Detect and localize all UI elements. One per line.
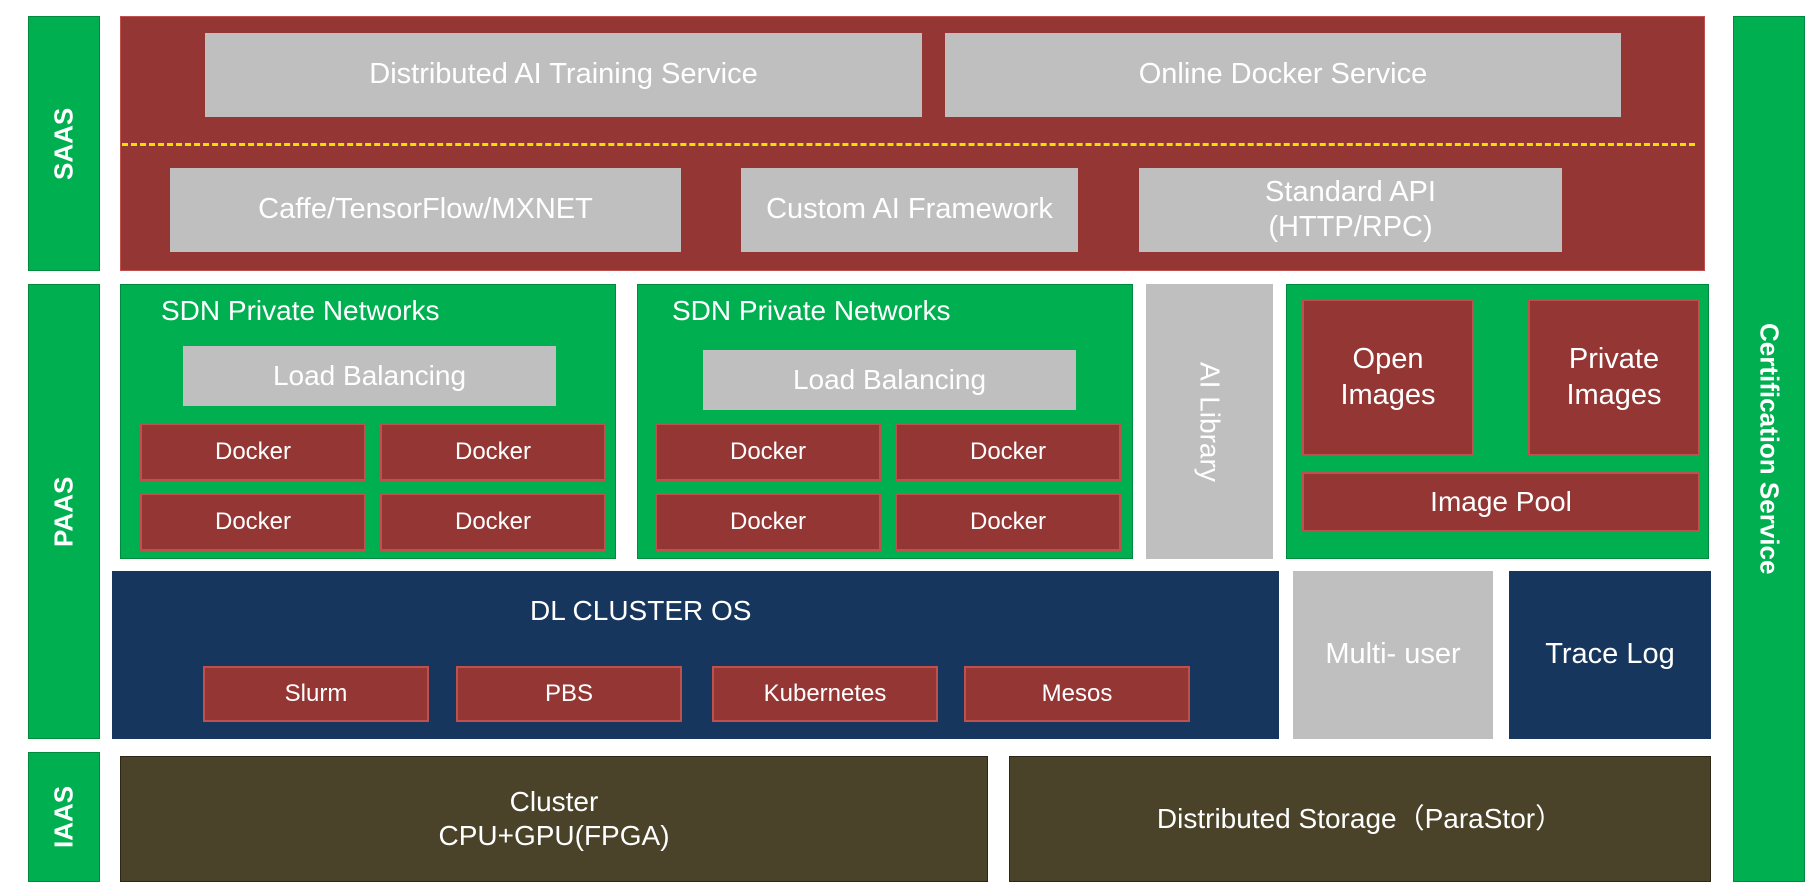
standard-api: Standard API (HTTP/RPC) bbox=[1139, 168, 1562, 252]
sdn-left-title: SDN Private Networks bbox=[161, 295, 440, 326]
sdn-right-title: SDN Private Networks bbox=[672, 295, 951, 326]
paas-layer-label: PAAS bbox=[28, 284, 100, 739]
certification-service-bar: Certification Service bbox=[1733, 16, 1805, 882]
iaas-layer-label: IAAS bbox=[28, 752, 100, 882]
docker-left-3: Docker bbox=[140, 493, 366, 551]
caffe-tensorflow-mxnet: Caffe/TensorFlow/MXNET bbox=[170, 168, 681, 252]
sdn-private-network-right: SDN Private Networks Load Balancing Dock… bbox=[637, 284, 1133, 559]
custom-ai-framework: Custom AI Framework bbox=[741, 168, 1078, 252]
multi-user: Multi- user bbox=[1293, 571, 1493, 739]
dl-cluster-os-title: DL CLUSTER OS bbox=[530, 595, 752, 626]
docker-right-2: Docker bbox=[895, 423, 1121, 481]
distributed-storage: Distributed Storage（ParaStor） bbox=[1009, 756, 1711, 882]
docker-left-1: Docker bbox=[140, 423, 366, 481]
load-balancing-left: Load Balancing bbox=[183, 346, 556, 406]
image-pool: Image Pool bbox=[1302, 472, 1700, 532]
sdn-private-network-left: SDN Private Networks Load Balancing Dock… bbox=[120, 284, 616, 559]
docker-left-4: Docker bbox=[380, 493, 606, 551]
load-balancing-right: Load Balancing bbox=[703, 350, 1076, 410]
scheduler-slurm: Slurm bbox=[203, 666, 429, 722]
scheduler-pbs: PBS bbox=[456, 666, 682, 722]
saas-label-text: SAAS bbox=[48, 107, 79, 180]
cluster-hardware: Cluster CPU+GPU(FPGA) bbox=[120, 756, 988, 882]
docker-right-3: Docker bbox=[655, 493, 881, 551]
online-docker-service: Online Docker Service bbox=[945, 33, 1621, 117]
dl-cluster-os: DL CLUSTER OS Slurm PBS Kubernetes Mesos bbox=[112, 571, 1279, 739]
trace-log: Trace Log bbox=[1509, 571, 1711, 739]
ai-library-text: AI Library bbox=[1194, 361, 1226, 482]
distributed-ai-training-service: Distributed AI Training Service bbox=[205, 33, 922, 117]
saas-divider bbox=[122, 143, 1695, 146]
docker-right-1: Docker bbox=[655, 423, 881, 481]
image-block: Open Images Private Images Image Pool bbox=[1286, 284, 1709, 559]
scheduler-kubernetes: Kubernetes bbox=[712, 666, 938, 722]
docker-right-4: Docker bbox=[895, 493, 1121, 551]
ai-library: AI Library bbox=[1146, 284, 1273, 559]
certification-service-text: Certification Service bbox=[1754, 323, 1785, 575]
docker-left-2: Docker bbox=[380, 423, 606, 481]
saas-layer-label: SAAS bbox=[28, 16, 100, 271]
private-images: Private Images bbox=[1528, 299, 1700, 456]
iaas-label-text: IAAS bbox=[48, 785, 79, 849]
open-images: Open Images bbox=[1302, 299, 1474, 456]
scheduler-mesos: Mesos bbox=[964, 666, 1190, 722]
paas-label-text: PAAS bbox=[48, 476, 79, 547]
